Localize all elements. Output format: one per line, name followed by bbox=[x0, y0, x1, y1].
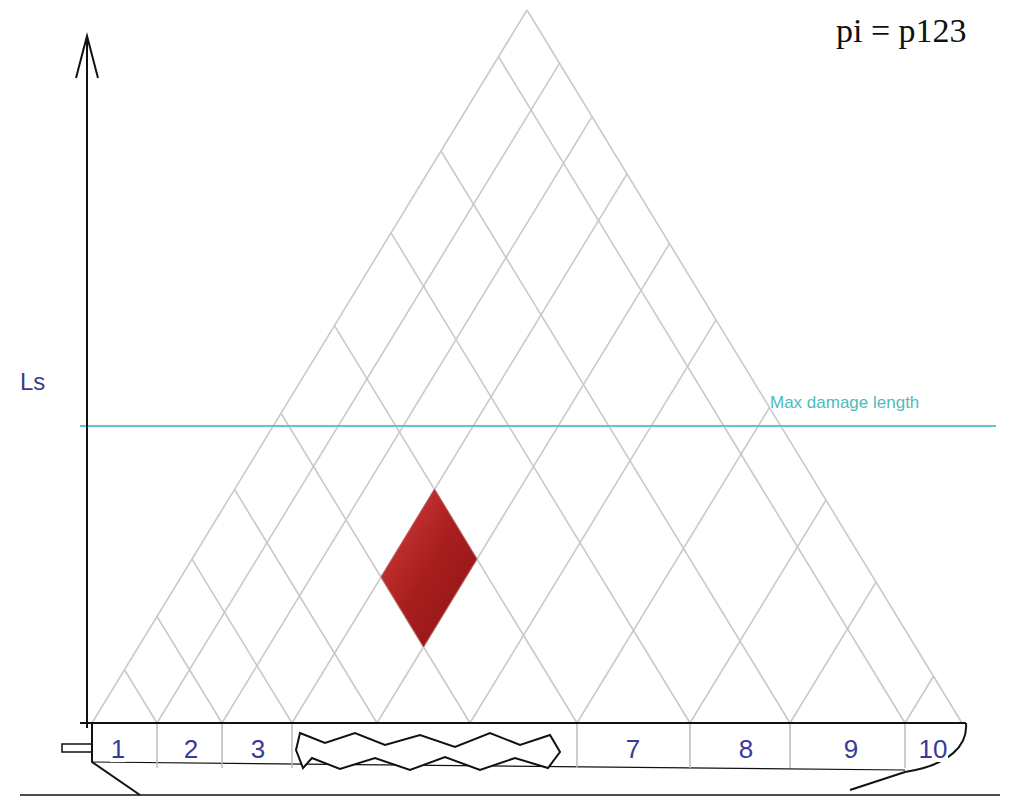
compartment-number: 10 bbox=[918, 736, 949, 762]
damage-diamond bbox=[381, 489, 477, 647]
compartment-number: 8 bbox=[738, 736, 754, 762]
grid-line bbox=[235, 489, 378, 723]
grid-line bbox=[470, 320, 716, 723]
ship-hull bbox=[20, 723, 1000, 795]
grid-line bbox=[192, 559, 292, 723]
grid-line bbox=[221, 724, 223, 768]
compartment-number: 2 bbox=[183, 736, 199, 762]
grid-line bbox=[689, 724, 691, 768]
max-damage-line bbox=[80, 425, 996, 427]
grid-line bbox=[690, 500, 826, 723]
grid-line bbox=[292, 174, 627, 723]
formula-label: pi = p123 bbox=[836, 14, 967, 48]
compartment-number: 9 bbox=[843, 736, 859, 762]
grid-line bbox=[125, 670, 158, 723]
grid-line bbox=[905, 676, 934, 723]
line-label: Max damage length bbox=[770, 394, 919, 411]
grid-line bbox=[156, 724, 158, 768]
grid-line bbox=[377, 244, 670, 723]
compartment-number: 7 bbox=[625, 736, 641, 762]
grid-line bbox=[790, 582, 876, 723]
grid-line bbox=[157, 63, 560, 723]
grid-line bbox=[222, 117, 592, 723]
grid-line bbox=[576, 724, 578, 768]
grid-line bbox=[441, 151, 790, 723]
grid-line bbox=[157, 616, 222, 723]
grid-line bbox=[904, 724, 906, 768]
axis-label: Ls bbox=[20, 370, 45, 394]
compartment-number: 3 bbox=[250, 736, 266, 762]
triangle-grid bbox=[92, 10, 962, 723]
grid-line bbox=[291, 724, 293, 768]
damage-opening bbox=[296, 733, 560, 770]
grid-line bbox=[335, 326, 578, 723]
grid-line bbox=[499, 57, 906, 723]
grid-line bbox=[92, 10, 527, 723]
length-axis bbox=[76, 36, 98, 728]
grid-line bbox=[391, 233, 690, 723]
grid-line bbox=[789, 724, 791, 768]
compartment-number: 1 bbox=[110, 736, 126, 762]
